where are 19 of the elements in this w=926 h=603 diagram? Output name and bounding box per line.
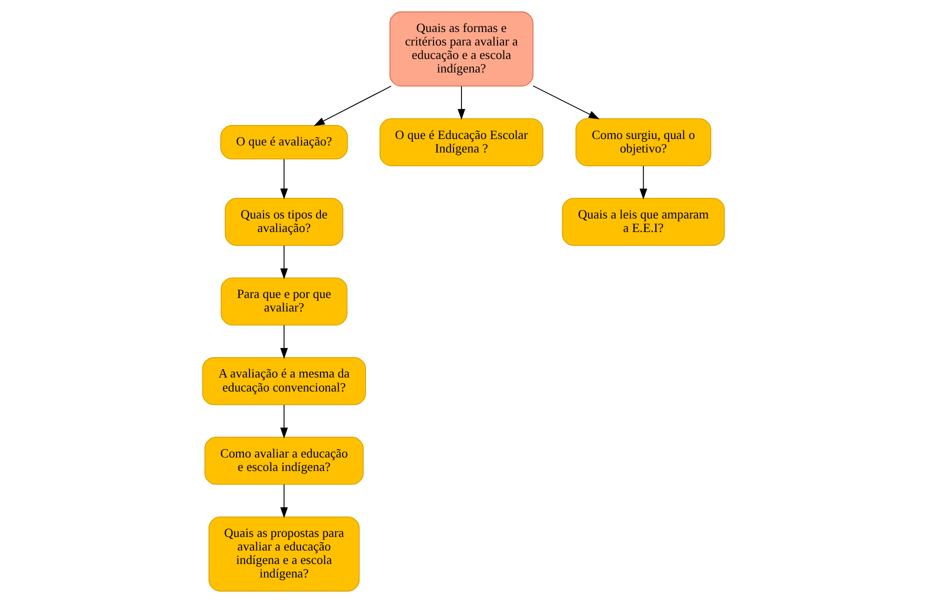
node-box: O que é Educação Escolar Indígena ?: [379, 118, 543, 166]
node-box: Quais a leis que amparam a E.E.I?: [561, 198, 724, 246]
arrow: [280, 324, 288, 359]
node-box: Como avaliar a educação e escola indígena?: [204, 436, 364, 485]
arrow: [313, 86, 392, 126]
arrow: [457, 86, 465, 120]
node-box: Quais as formas e critérios para avaliar a educação e a escola indígena?: [389, 11, 533, 87]
node-box: Quais os tipos de avaliação?: [224, 198, 343, 246]
node-box: Para que e por que avaliar?: [220, 278, 347, 326]
node-box: Como surgiu, qual o objetivo?: [575, 118, 711, 166]
arrow: [532, 85, 600, 120]
node-box: Quais as propostas para avaliar a educação indígena e a escola indígena?: [208, 516, 360, 592]
arrow: [639, 166, 647, 200]
node-box: A avaliação é a mesma da educação convencional?: [202, 357, 366, 406]
arrow: [280, 245, 288, 280]
node-box: O que é avaliação?: [220, 125, 348, 160]
arrow: [280, 484, 288, 518]
arrow: [280, 404, 288, 438]
arrow: [280, 158, 288, 200]
